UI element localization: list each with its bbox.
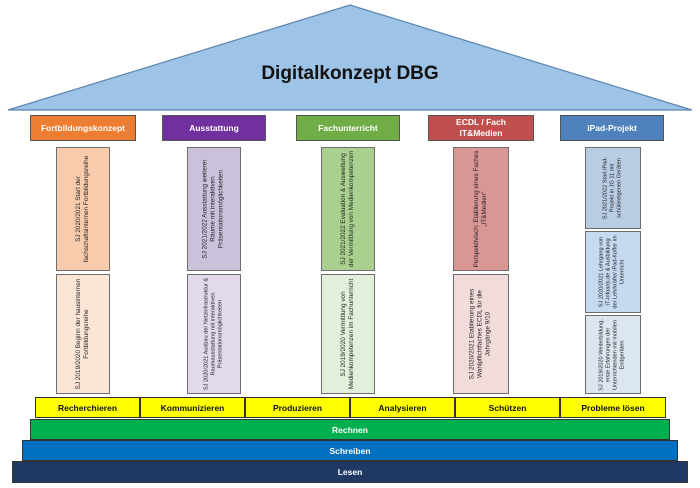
pillar-cell: SJ 2019/2020 Beginn der hausinternen For… — [56, 274, 110, 394]
pillar-cell: Perspektivisch: Etablierung eines Faches… — [453, 147, 509, 271]
pillar-cell: SJ 2021/2022 Evaluation & Ausweitung der… — [321, 147, 375, 271]
pillar-cell-text: SJ 2021/2022 Ausstattung weiterer Räume … — [201, 159, 226, 259]
pillar-cell: SJ 2019/2020 Vermittlung von Medienkompe… — [321, 274, 375, 394]
roof — [7, 4, 693, 111]
pillar-cap-ecdl: ECDL / Fach IT&Medien — [428, 115, 534, 141]
base-rechnen: Rechnen — [30, 419, 670, 440]
pillar-cell: SJ 2019/2020 Weiterbildung, erste Erfahr… — [585, 315, 641, 394]
base-label: Schreiben — [329, 445, 371, 456]
pillar-cap-ipad-projekt: iPad-Projekt — [560, 115, 664, 141]
pillar-cap-fortbildungskonzept: Fortbildungskonzept — [30, 115, 136, 141]
pillar-cell: SJ 2021/2022 Ausstattung weiterer Räume … — [187, 147, 241, 271]
pillar-cell-text: SJ 2020/2021 Etablierung eines Wahlpflic… — [468, 288, 493, 380]
base-schreiben: Schreiben — [22, 440, 678, 461]
pillar-cell-text: SJ 2019/2020 Vermittlung von Medienkompe… — [339, 278, 355, 390]
pillar-cap-fachunterricht: Fachunterricht — [296, 115, 400, 141]
base-lesen: Lesen — [12, 461, 688, 483]
pillar-cell: SJ 2021/2022 Start iPad-Projekt in JG 11… — [585, 147, 641, 229]
pillar-cell-text: SJ 2020/2021 Start der fachschaftsintern… — [74, 155, 90, 263]
page-title: Digitalkonzept DBG — [261, 63, 439, 84]
competency-probleme-loesen: Probleme lösen — [560, 397, 666, 418]
pillar-cell-text: SJ 2019/2020 Weiterbildung, erste Erfahr… — [598, 318, 627, 391]
pillar-cell: SJ 2020/2021 Start der fachschaftsintern… — [56, 147, 110, 271]
pillar-cell: SJ 2020/2021 Ausbau der Netzinfrastruktu… — [187, 274, 241, 394]
pillar-cell: SJ 2020/2021 Lehrgang von IT-Infoarts.de… — [585, 231, 641, 313]
pillar-cell-text: SJ 2021/2022 Start iPad-Projekt in JG 11… — [602, 156, 623, 220]
competency-label: Produzieren — [272, 402, 323, 413]
pillar-cell-text: SJ 2020/2021 Lehrgang von IT-Infoarts.de… — [598, 235, 627, 309]
pillar-label: Fortbildungskonzept — [40, 122, 126, 133]
competency-label: Recherchieren — [57, 402, 118, 413]
pillar-cell-text: SJ 2020/2021 Ausbau der Netzinfrastruktu… — [203, 277, 224, 391]
competency-label: Analysieren — [378, 402, 427, 413]
pillar-cell-text: SJ 2021/2022 Evaluation & Ausweitung der… — [339, 150, 355, 268]
competency-produzieren: Produzieren — [245, 397, 350, 418]
pillar-cell-text: SJ 2019/2020 Beginn der hausinternen For… — [74, 278, 90, 390]
competency-label: Probleme lösen — [581, 402, 645, 413]
pillar-cap-ausstattung: Ausstattung — [162, 115, 266, 141]
competency-label: Schützen — [488, 402, 527, 413]
pillar-cell: SJ 2020/2021 Etablierung eines Wahlpflic… — [453, 274, 509, 394]
competency-schuetzen: Schützen — [455, 397, 560, 418]
pillar-label: iPad-Projekt — [587, 122, 637, 133]
competency-analysieren: Analysieren — [350, 397, 455, 418]
pillar-label: Fachunterricht — [318, 122, 378, 133]
competency-kommunizieren: Kommunizieren — [140, 397, 245, 418]
base-label: Rechnen — [332, 424, 368, 435]
competency-label: Kommunizieren — [160, 402, 225, 413]
roof-shape — [7, 4, 693, 111]
pillar-label: ECDL / Fach IT&Medien — [456, 117, 506, 138]
competency-recherchieren: Recherchieren — [35, 397, 140, 418]
pillar-label: Ausstattung — [189, 122, 239, 133]
base-label: Lesen — [337, 467, 363, 477]
pillar-cell-text: Perspektivisch: Etablierung eines Faches… — [472, 150, 488, 268]
